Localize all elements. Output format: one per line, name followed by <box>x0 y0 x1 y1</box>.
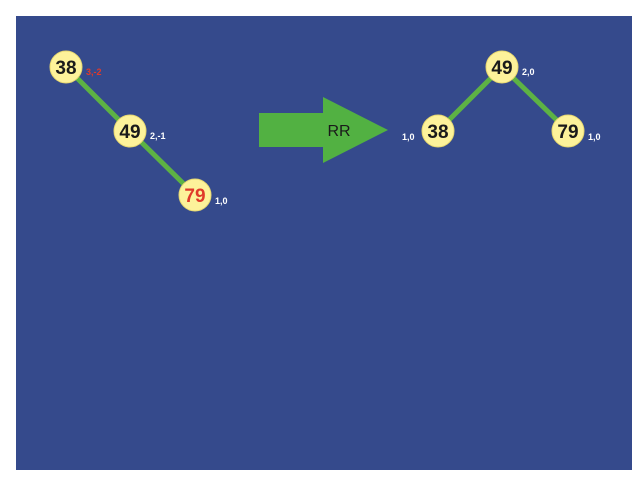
node-balance-label: 1,0 <box>588 132 601 142</box>
node-value: 79 <box>557 122 578 143</box>
node-38-before: 38 <box>49 50 83 84</box>
node-value: 49 <box>491 58 512 79</box>
node-balance-label: 3,-2 <box>86 67 102 77</box>
rotation-arrow <box>259 97 388 163</box>
node-balance-label: 1,0 <box>402 132 415 142</box>
node-value: 38 <box>55 58 76 79</box>
node-value: 49 <box>119 122 140 143</box>
node-value: 79 <box>184 186 205 207</box>
node-value: 38 <box>427 122 448 143</box>
node-38-after: 38 <box>421 114 455 148</box>
node-balance-label: 2,0 <box>522 67 535 77</box>
node-79-after: 79 <box>551 114 585 148</box>
node-79-before: 79 <box>178 178 212 212</box>
node-balance-label: 2,-1 <box>150 131 166 141</box>
node-balance-label: 1,0 <box>215 196 228 206</box>
rotation-label: RR <box>327 123 350 140</box>
node-49-before: 49 <box>113 114 147 148</box>
node-49-after: 49 <box>485 50 519 84</box>
